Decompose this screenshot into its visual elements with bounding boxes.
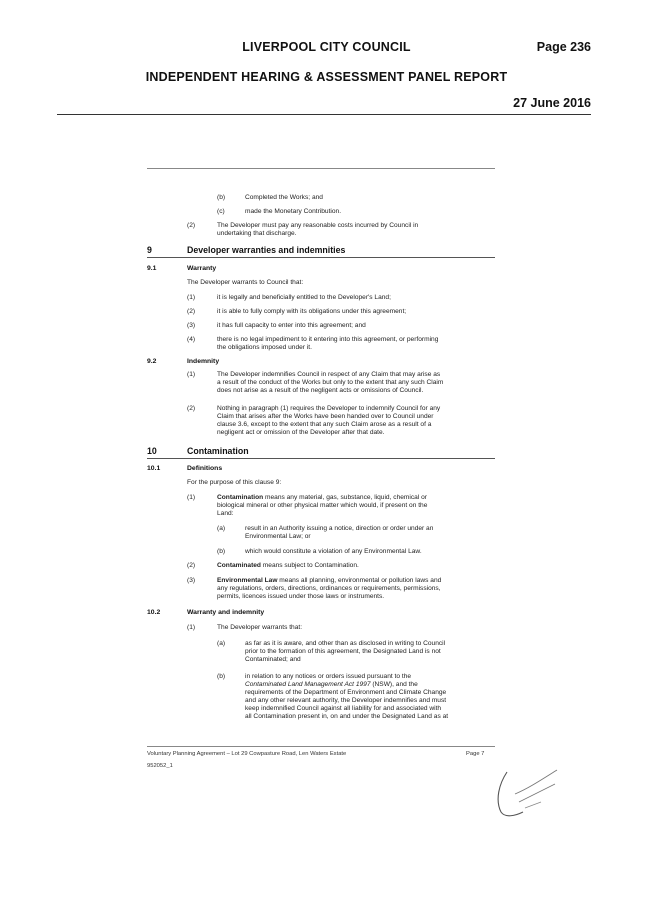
document-top-divider xyxy=(147,168,495,169)
section-divider xyxy=(147,257,495,258)
definition-text: means subject to Contamination. xyxy=(260,562,359,569)
section-heading: Developer warranties and indemnities xyxy=(187,245,346,255)
list-marker: (2) xyxy=(187,562,196,569)
list-marker: (1) xyxy=(187,494,196,501)
footer-title: Voluntary Planning Agreement – Lot 29 Co… xyxy=(147,751,347,757)
report-title: INDEPENDENT HEARING & ASSESSMENT PANEL R… xyxy=(145,70,508,84)
list-marker: (a) xyxy=(217,640,226,647)
body-text: clause 3.6, except to the extent that an… xyxy=(217,421,432,428)
footer-divider xyxy=(147,746,495,747)
section-heading: Contamination xyxy=(187,446,249,456)
body-text: The Developer warrants that: xyxy=(217,624,303,631)
body-text: a result of the conduct of the Works but… xyxy=(217,379,444,386)
body-text: Contaminated Land Management Act 1997 (N… xyxy=(245,681,418,689)
body-text: The Developer indemnifies Council in res… xyxy=(217,371,441,378)
body-text: made the Monetary Contribution. xyxy=(245,208,342,215)
body-text: which would constitute a violation of an… xyxy=(245,548,422,555)
subsection-heading: Indemnity xyxy=(187,358,220,365)
body-text: does not arise as a result of the neglig… xyxy=(217,387,424,394)
footer-reference: 952052_1 xyxy=(147,763,173,769)
body-text: negligent act or omission of the Develop… xyxy=(217,429,385,436)
body-text: any regulations, orders, directions, ord… xyxy=(217,585,441,592)
subsection-heading: Warranty xyxy=(187,265,217,272)
section-divider xyxy=(147,458,495,459)
body-text: Contamination means any material, gas, s… xyxy=(217,494,427,502)
body-text: The Developer must pay any reasonable co… xyxy=(217,222,419,229)
list-marker: (2) xyxy=(187,222,196,229)
body-text: keep indemnified Council against all lia… xyxy=(245,705,442,712)
body-text: it is legally and beneficially entitled … xyxy=(217,294,391,301)
list-marker: (2) xyxy=(187,405,196,412)
list-marker: (b) xyxy=(217,194,226,201)
list-marker: (3) xyxy=(187,322,196,329)
list-marker: (b) xyxy=(217,673,226,680)
body-text: as far as it is aware, and other than as… xyxy=(245,640,446,647)
list-marker: (b) xyxy=(217,548,226,555)
list-marker: (1) xyxy=(187,371,196,378)
definition-text: means any material, gas, substance, liqu… xyxy=(263,494,427,501)
act-jurisdiction: (NSW), and the xyxy=(370,681,418,688)
subsection-number: 10.2 xyxy=(147,609,161,616)
body-text: in relation to any notices or orders iss… xyxy=(245,673,412,680)
body-text: and any other relevant authority, the De… xyxy=(245,697,447,704)
body-text: The Developer warrants to Council that: xyxy=(187,279,304,286)
body-text: all Contamination present in, on and und… xyxy=(245,713,449,720)
body-text: Contaminated; and xyxy=(245,656,301,663)
defined-term: Environmental Law xyxy=(217,577,278,584)
body-text: For the purpose of this clause 9: xyxy=(187,479,282,486)
defined-term: Contaminated xyxy=(217,562,261,569)
body-text: Completed the Works; and xyxy=(245,194,323,201)
subsection-number: 9.1 xyxy=(147,265,157,272)
body-text: Nothing in paragraph (1) requires the De… xyxy=(217,405,441,412)
body-text: it is able to fully comply with its obli… xyxy=(217,308,407,315)
list-marker: (a) xyxy=(217,525,226,532)
subsection-number: 10.1 xyxy=(147,465,161,472)
body-text: there is no legal impediment to it enter… xyxy=(217,336,439,343)
body-text: prior to the formation of this agreement… xyxy=(245,648,441,655)
signature-initials xyxy=(497,769,558,817)
report-date: 27 June 2016 xyxy=(513,96,591,110)
list-marker: (4) xyxy=(187,336,196,343)
header-divider xyxy=(57,114,591,115)
body-text: result in an Authority issuing a notice,… xyxy=(245,525,434,532)
act-title: Contaminated Land Management Act 1997 xyxy=(245,681,371,688)
body-text: Contaminated means subject to Contaminat… xyxy=(217,562,359,570)
body-text: requirements of the Department of Enviro… xyxy=(245,689,447,696)
body-text: Land: xyxy=(217,510,234,517)
body-text: undertaking that discharge. xyxy=(217,230,297,237)
subsection-heading: Definitions xyxy=(187,465,223,472)
council-name: LIVERPOOL CITY COUNCIL xyxy=(242,40,411,54)
subsection-number: 9.2 xyxy=(147,358,157,365)
subsection-heading: Warranty and indemnity xyxy=(187,609,265,616)
body-text: Claim that arises after the Works have b… xyxy=(217,413,434,420)
list-marker: (2) xyxy=(187,308,196,315)
body-text: permits, licences issued under those law… xyxy=(217,593,385,600)
body-text: biological mineral or other physical mat… xyxy=(217,502,428,509)
body-text: Environmental Law; or xyxy=(245,533,311,540)
list-marker: (1) xyxy=(187,624,196,631)
section-number: 9 xyxy=(147,245,152,255)
footer-page-number: Page 7 xyxy=(466,751,485,757)
body-text: the obligations imposed under it. xyxy=(217,344,312,351)
defined-term: Contamination xyxy=(217,494,264,501)
body-text: it has full capacity to enter into this … xyxy=(217,322,366,329)
list-marker: (1) xyxy=(187,294,196,301)
list-marker: (3) xyxy=(187,577,196,584)
body-text: Environmental Law means all planning, en… xyxy=(217,577,441,585)
page-number: Page 236 xyxy=(536,40,591,54)
list-marker: (c) xyxy=(217,208,225,215)
definition-text: means all planning, environmental or pol… xyxy=(277,577,442,584)
section-number: 10 xyxy=(147,446,157,456)
